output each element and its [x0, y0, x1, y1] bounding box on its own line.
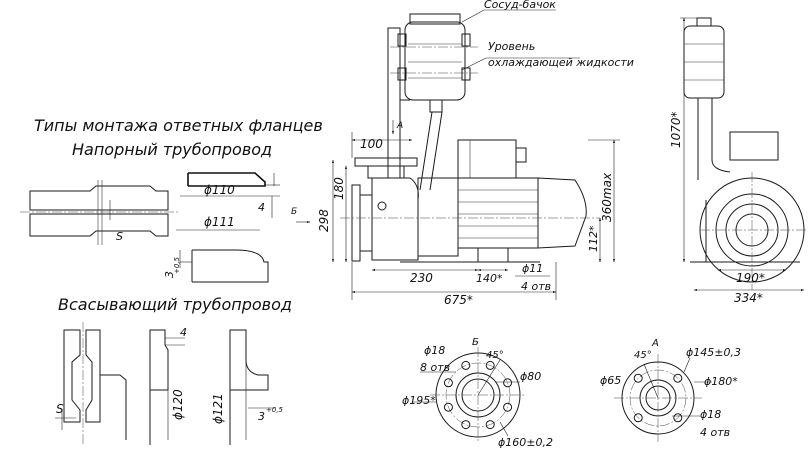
- view-b-label: Б: [472, 337, 479, 348]
- a-dimension-d145: ϕ145±0,3: [686, 346, 741, 359]
- dimension-4-top: 4: [258, 201, 265, 214]
- dimension-100: 100: [360, 137, 383, 151]
- dimension-190: 190*: [736, 271, 765, 285]
- coolant-level-label-line1: Уровень: [488, 40, 535, 53]
- flange-detail-d110: ϕ110 4: [180, 172, 280, 218]
- dimension-675: 675*: [444, 293, 473, 307]
- view-b-bolt-hole: [485, 360, 495, 370]
- discharge-pipeline-title: Напорный трубопровод: [72, 140, 272, 159]
- a-dimension-d18: ϕ18: [700, 408, 721, 421]
- flange-detail-d111: ϕ111 3 +0,5: [163, 215, 269, 283]
- dimension-298: 298: [317, 209, 331, 232]
- reservoir-callouts: Сосуд-бачок Уровень охлаждающей жидкости: [461, 0, 634, 71]
- dimension-d110: ϕ110: [204, 183, 235, 197]
- dimension-180: 180: [332, 177, 346, 200]
- a-angle-45: 45°: [634, 350, 652, 361]
- suction-pipeline-title: Всасывающий трубопровод: [58, 295, 292, 314]
- mounting-types-title: Типы монтажа ответных фланцев: [34, 116, 323, 135]
- dimension-360max: 360max: [600, 172, 614, 222]
- view-a-bolt-hole: [633, 413, 643, 423]
- view-a-label: А: [651, 338, 659, 349]
- flange-detail-d120: 4 ϕ120: [149, 326, 187, 445]
- b-angle-45: 45°: [486, 350, 504, 361]
- tolerance-3-top: 3: [163, 271, 176, 278]
- view-b-bolt-hole: [485, 420, 495, 430]
- flange-detail-d121: ϕ121 3 +0,5: [211, 329, 284, 445]
- dimension-4-holes: 4 отв: [521, 280, 551, 293]
- b-dimension-d195: ϕ195*: [402, 394, 436, 407]
- dimension-d120: ϕ120: [171, 389, 185, 420]
- dimension-4-bottom: 4: [180, 326, 187, 339]
- view-b-bolt-hole: [461, 420, 471, 430]
- reservoir-label: Сосуд-бачок: [484, 0, 556, 11]
- b-dimension-d80: ϕ80: [520, 370, 541, 383]
- tolerance-05-top: +0,5: [173, 256, 181, 274]
- view-a-bolt-hole: [633, 373, 643, 383]
- view-b-bolt-hole: [443, 402, 453, 412]
- view-b-flange: Б 45° ϕ18 8 отв ϕ80 ϕ195* ϕ160±0,2: [402, 337, 553, 449]
- s-dimension-bottom: S: [56, 402, 64, 416]
- dimension-d111: ϕ111: [204, 215, 235, 229]
- discharge-flange-section: S: [20, 180, 178, 245]
- tolerance-3-bottom: 3: [258, 410, 265, 423]
- a-dimension-d65: ϕ65: [600, 374, 621, 387]
- dimension-334: 334*: [734, 291, 763, 305]
- view-b-arrow-label: Б: [291, 207, 297, 217]
- dimension-140: 140*: [476, 272, 503, 285]
- b-dimension-d160: ϕ160±0,2: [498, 436, 553, 449]
- dimension-112: 112*: [587, 225, 600, 252]
- a-dimension-4-holes: 4 отв: [700, 426, 730, 439]
- pump-side-view: [340, 13, 600, 263]
- coolant-level-label-line2: охлаждающей жидкости: [488, 56, 634, 69]
- b-dimension-d18: ϕ18: [424, 344, 445, 357]
- s-dimension-top: S: [116, 230, 123, 243]
- dimension-1070: 1070*: [669, 111, 683, 148]
- view-a-arrow-label: A: [396, 121, 403, 131]
- view-b-bolt-hole: [503, 378, 513, 388]
- dimension-230: 230: [410, 271, 433, 285]
- pump-front-view: [683, 17, 806, 290]
- front-view-dimensions: 1070* 190* 334*: [669, 17, 805, 305]
- view-a-bolt-hole: [673, 373, 683, 383]
- dimension-d11: ϕ11: [522, 262, 543, 275]
- b-dimension-8-holes: 8 отв: [420, 361, 450, 374]
- a-dimension-d180: ϕ180*: [704, 375, 738, 388]
- view-a-bolt-hole: [673, 413, 683, 423]
- view-b-bolt-hole: [461, 360, 471, 370]
- suction-flange-section: S: [55, 322, 127, 445]
- dimension-d121: ϕ121: [211, 393, 225, 424]
- view-b-bolt-hole: [503, 402, 513, 412]
- view-b-bolt-hole: [443, 378, 453, 388]
- tolerance-05-bottom: +0,5: [266, 406, 284, 414]
- side-view-dimensions: 100 A Б 298 180 360max 112* 230 140* ϕ11…: [291, 120, 620, 307]
- view-a-flange: А 45° ϕ145±0,3 ϕ65 ϕ180* ϕ18 4 отв: [600, 338, 741, 442]
